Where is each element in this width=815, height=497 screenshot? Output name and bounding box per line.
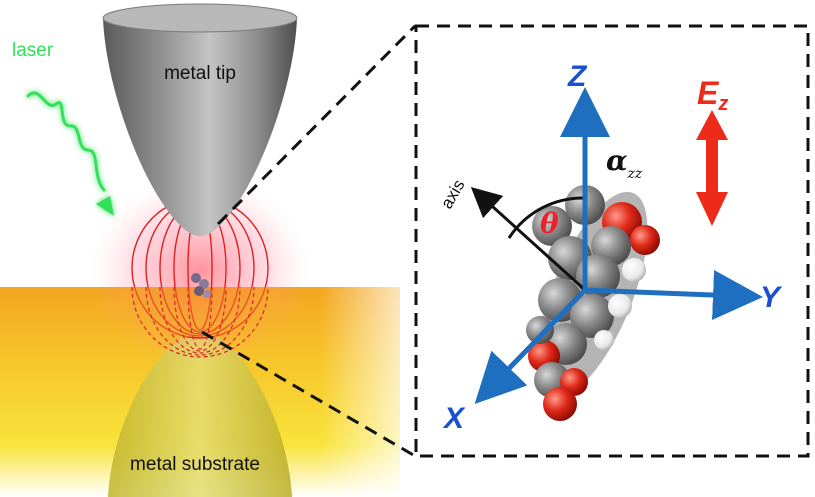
wavy-laser-beam-icon	[26, 91, 114, 216]
molecule-axis-arrow	[470, 186, 587, 292]
molecule-large	[526, 185, 660, 421]
field-label: Ez	[697, 75, 728, 115]
inset-frame	[414, 24, 810, 458]
molecule-axis-label: axis	[437, 176, 469, 212]
theta-angle-arc	[507, 196, 586, 239]
zoom-lines	[201, 24, 417, 458]
polarizability-label: αzz	[606, 144, 643, 182]
theta-label: θ	[540, 207, 559, 240]
field-glow	[90, 175, 310, 365]
z-axis-label: Z	[567, 60, 588, 93]
field-symbol: E	[697, 75, 720, 111]
y-axis-label: Y	[760, 281, 783, 314]
alpha-symbol: α	[606, 144, 628, 177]
laser-label: laser	[12, 40, 54, 61]
substrate-bump	[108, 330, 292, 497]
field-subscript: z	[717, 93, 728, 115]
x-axis-label: X	[442, 402, 466, 435]
alpha-subscript: zz	[627, 166, 643, 182]
y-axis-line	[584, 270, 763, 321]
x-axis-line	[474, 288, 587, 404]
double-headed-arrow-icon	[696, 110, 728, 226]
molecule-small	[191, 273, 211, 298]
metal-substrate-label: metal substrate	[130, 454, 260, 475]
metal-tip-label: metal tip	[164, 63, 236, 84]
coordinate-axes	[474, 87, 763, 404]
near-field-lines-dashed	[131, 286, 269, 358]
metal-tip	[102, 3, 298, 236]
